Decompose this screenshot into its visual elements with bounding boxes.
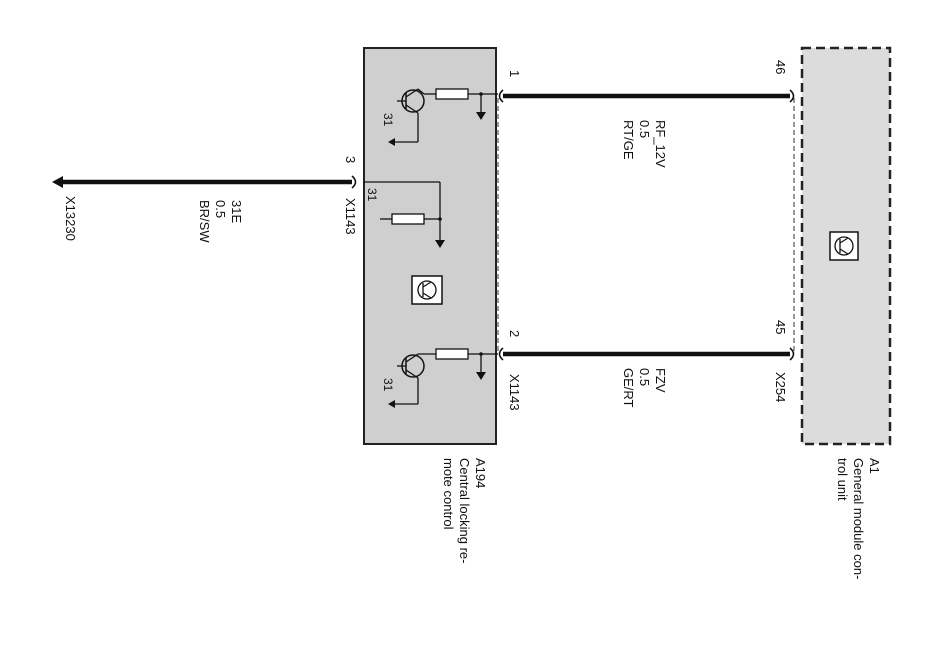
wire-fzv-color-label: GE/RT: [621, 368, 636, 408]
connector-x1143-left-label: X1143: [343, 198, 358, 235]
module-a194-id: A194: [473, 458, 488, 488]
socket-pin3: [351, 175, 357, 189]
socket-pin46: [789, 89, 795, 103]
ground-arrow-top-icon: [476, 112, 486, 120]
wire-rf-signal-label: RF_12V: [653, 120, 668, 168]
module-a194-name-line1: Central locking re-: [457, 458, 472, 564]
socket-pin1: [498, 89, 504, 103]
module-a1-name-line1: General module con-: [851, 458, 866, 579]
wire-fzv-size-label: 0.5: [637, 368, 652, 386]
control-unit-symbol-a194: [411, 275, 443, 305]
connector-x13230-label: X13230: [63, 196, 78, 241]
pin-45-label: 45: [773, 320, 788, 334]
module-a194-box[interactable]: [363, 47, 497, 445]
wire-31e-color-label: BR/SW: [197, 200, 212, 243]
ground-arrow-bottom-left-icon: [388, 400, 395, 408]
ground-arrow-bottom-icon: [476, 372, 486, 380]
pin-2-label: 2: [507, 330, 522, 337]
resistor-mid-group: [364, 181, 445, 248]
wire-31e-size-label: 0.5: [213, 200, 228, 218]
resistor-bottom: [435, 348, 469, 360]
connector-x254-label: X254: [773, 372, 788, 402]
ground-arrow-mid-icon: [435, 240, 445, 248]
ground-arrow-top-left-icon: [388, 138, 395, 146]
gnd-31-mid-label: 31: [365, 188, 379, 202]
connector-x1143-right-label: X1143: [507, 374, 522, 411]
pin-1-label: 1: [507, 70, 522, 77]
socket-pin2: [498, 347, 504, 361]
wire-31e-signal-label: 31E: [229, 200, 244, 223]
wire-rf-color-label: RT/GE: [621, 120, 636, 160]
ground-terminal-arrow: [52, 176, 63, 188]
gnd-31-bottom-label: 31: [381, 378, 395, 392]
module-a1-id: A1: [867, 458, 882, 474]
pin-46-label: 46: [773, 60, 788, 74]
wire-fzv-signal-label: FZV: [653, 368, 668, 393]
module-a194-name-line2: mote control: [441, 458, 456, 530]
socket-pin45: [789, 347, 795, 361]
gnd-31-top-label: 31: [381, 113, 395, 127]
transistor-bottom-group: [388, 348, 498, 408]
module-a1-name-line2: trol unit: [835, 458, 850, 501]
control-unit-symbol-a1: [829, 231, 859, 261]
wire-rf-size-label: 0.5: [637, 120, 652, 138]
resistor-top: [435, 88, 469, 100]
transistor-top-group: [388, 88, 498, 146]
pin-3-label: 3: [343, 156, 358, 163]
resistor-mid: [391, 213, 425, 225]
